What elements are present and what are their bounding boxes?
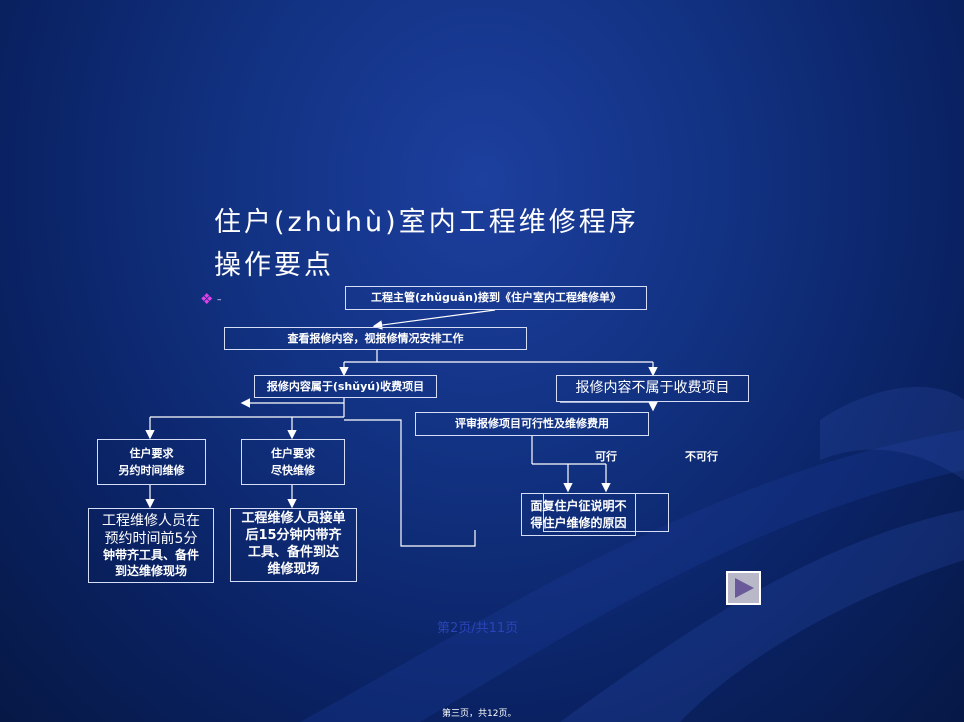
diamond-bullet-icon: ❖ xyxy=(200,290,214,308)
flow-in-scope-box: 报修内容属于(shǔyú)收费项目 xyxy=(254,375,437,398)
flow-explain-box: 面复住户征说明不 得住户维修的原因 xyxy=(521,493,636,536)
flow-appoint-task-line-2: 预约时间前5分 xyxy=(104,530,198,547)
flow-asap-task-line-4: 维修现场 xyxy=(267,561,320,577)
flow-review-text: 评审报修项目可行性及维修费用 xyxy=(455,417,609,431)
flow-check-text: 查看报修内容，视报修情况安排工作 xyxy=(287,331,464,345)
flow-appoint-task-line-1: 工程维修人员在 xyxy=(102,512,200,529)
flow-explain-line-2: 得住户维修的原因 xyxy=(530,515,627,530)
slide-title-line-1: 住户(zhùhù)室内工程维修程序 xyxy=(214,207,639,238)
flow-asap-line-1: 住户要求 xyxy=(271,446,315,460)
footer-page-count: 第三页，共12页。 xyxy=(442,709,517,719)
flow-asap-task-line-1: 工程维修人员接单 xyxy=(241,511,346,527)
flow-out-scope-text: 报修内容不属于收费项目 xyxy=(575,380,730,397)
flow-review-box: 评审报修项目可行性及维修费用 xyxy=(415,412,649,436)
flow-asap-task-line-2: 后15分钟内带齐 xyxy=(245,528,342,544)
flow-appoint-line-1: 住户要求 xyxy=(129,446,174,460)
flow-explain-line-1: 面复住户征说明不 xyxy=(530,499,627,514)
flow-in-scope-text: 报修内容属于(shǔyú)收费项目 xyxy=(266,379,425,393)
next-slide-button[interactable] xyxy=(726,571,761,605)
flow-asap-task-line-3: 工具、备件到达 xyxy=(247,545,339,560)
flow-check-box: 查看报修内容，视报修情况安排工作 xyxy=(224,327,527,350)
flow-receive-text: 工程主管(zhǔguǎn)接到《住户室内工程维修单》 xyxy=(370,291,622,305)
page-indicator: 第2页/共11页 xyxy=(437,621,519,636)
slide-title-line-2: 操作要点 xyxy=(214,250,334,281)
flow-appoint-task-box: 工程维修人员在 预约时间前5分 钟带齐工具、备件 到达维修现场 xyxy=(88,508,214,583)
flow-appoint-task-line-4: 到达维修现场 xyxy=(114,563,187,578)
flow-asap-line-2: 尽快维修 xyxy=(271,464,315,477)
flow-appoint-task-line-3: 钟带齐工具、备件 xyxy=(102,548,199,563)
flow-out-scope-box: 报修内容不属于收费项目 xyxy=(556,375,749,402)
bullet-dash: – xyxy=(217,295,222,305)
play-triangle-icon xyxy=(734,578,754,598)
flow-asap-task-box: 工程维修人员接单 后15分钟内带齐 工具、备件到达 维修现场 xyxy=(230,508,357,582)
label-not-feasible: 不可行 xyxy=(685,450,718,463)
flow-appoint-box: 住户要求 另约时间维修 xyxy=(97,439,206,485)
label-feasible: 可行 xyxy=(595,450,617,463)
flow-receive-box: 工程主管(zhǔguǎn)接到《住户室内工程维修单》 xyxy=(345,286,647,310)
flow-asap-box: 住户要求 尽快维修 xyxy=(241,439,345,485)
flow-appoint-line-2: 另约时间维修 xyxy=(118,464,185,477)
